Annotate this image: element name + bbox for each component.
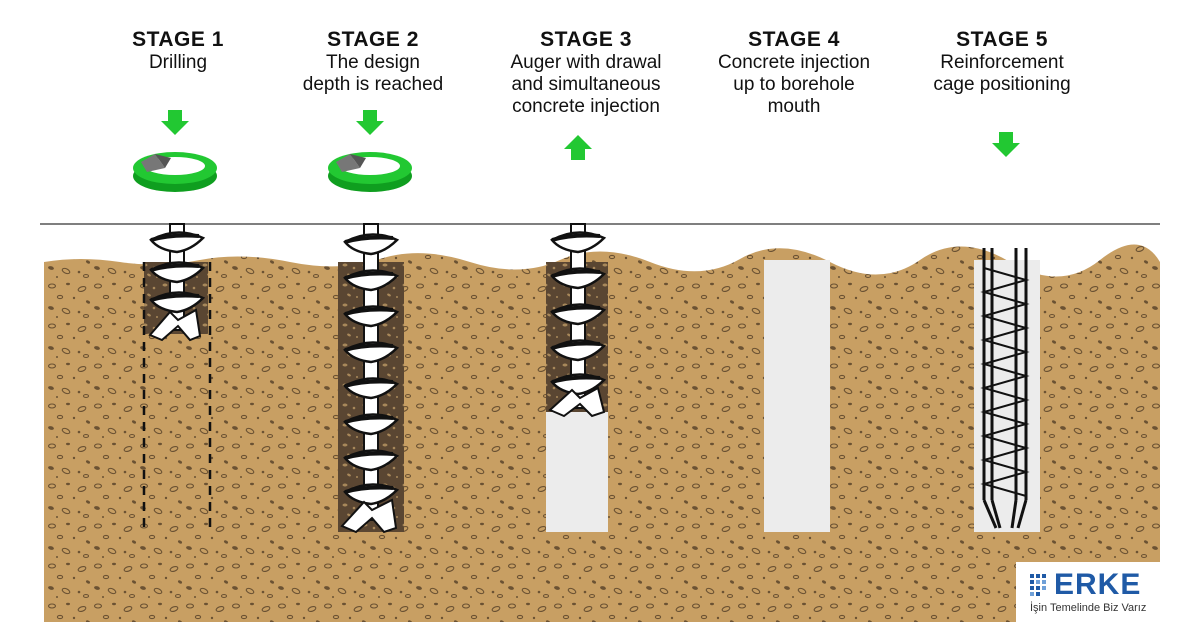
logo-brand-name: ERKE bbox=[1054, 568, 1142, 601]
stage-1-title: STAGE 1 bbox=[132, 28, 224, 51]
down-arrow-icon bbox=[356, 110, 384, 135]
auger-icon bbox=[548, 223, 606, 418]
up-arrow-icon bbox=[564, 135, 592, 160]
stage-2-header: STAGE 2 The design depth is reached bbox=[263, 28, 483, 96]
stage-3-desc-line-1: Auger with drawal bbox=[510, 52, 662, 73]
rebar-cage-icon bbox=[980, 248, 1030, 529]
auger-icon bbox=[340, 223, 399, 534]
stage-5-cage-positioning bbox=[974, 132, 1040, 532]
stage-4-concrete-injection bbox=[764, 260, 830, 532]
stage-3-title: STAGE 3 bbox=[540, 28, 632, 51]
rotation-arrow-icon bbox=[328, 152, 412, 192]
erke-logo-icon bbox=[1030, 574, 1046, 596]
rotation-arrow-icon bbox=[133, 152, 217, 192]
down-arrow-icon bbox=[992, 132, 1020, 157]
stage-4-desc-line-1: Concrete injection bbox=[717, 52, 871, 73]
concrete-column bbox=[546, 412, 608, 532]
concrete-column bbox=[764, 260, 830, 532]
stage-5-desc-line-2: cage positioning bbox=[933, 74, 1071, 95]
stage-4-desc-line-3: mouth bbox=[767, 96, 821, 117]
stage-5-header: STAGE 5 Reinforcement cage positioning bbox=[892, 28, 1112, 96]
stage-4-desc-line-2: up to borehole bbox=[733, 74, 855, 95]
logo-tagline: İşin Temelinde Biz Varız bbox=[1030, 602, 1147, 614]
stage-5-title: STAGE 5 bbox=[956, 28, 1048, 51]
stage-3-desc-line-2: and simultaneous bbox=[511, 74, 661, 95]
stage-2-design-depth bbox=[328, 110, 412, 534]
stage-2-desc-line-2: depth is reached bbox=[302, 74, 444, 95]
stage-2-desc-line-1: The design bbox=[325, 52, 420, 73]
stage-1-desc-line-1: Drilling bbox=[148, 52, 208, 73]
stage-3-withdrawal bbox=[546, 135, 608, 532]
stage-3-desc-line-3: concrete injection bbox=[512, 96, 660, 117]
stage-4-title: STAGE 4 bbox=[748, 28, 840, 51]
auger-icon bbox=[148, 223, 205, 342]
erke-logo: ERKE İşin Temelinde Biz Varız bbox=[1016, 562, 1166, 622]
stage-5-desc-line-1: Reinforcement bbox=[940, 52, 1064, 73]
stage-2-title: STAGE 2 bbox=[327, 28, 419, 51]
stage-1-drilling bbox=[133, 110, 217, 532]
stage-1-header: STAGE 1 Drilling bbox=[68, 28, 288, 74]
down-arrow-icon bbox=[161, 110, 189, 135]
stage-4-header: STAGE 4 Concrete injection up to borehol… bbox=[684, 28, 904, 118]
stage-3-header: STAGE 3 Auger with drawal and simultaneo… bbox=[476, 28, 696, 118]
